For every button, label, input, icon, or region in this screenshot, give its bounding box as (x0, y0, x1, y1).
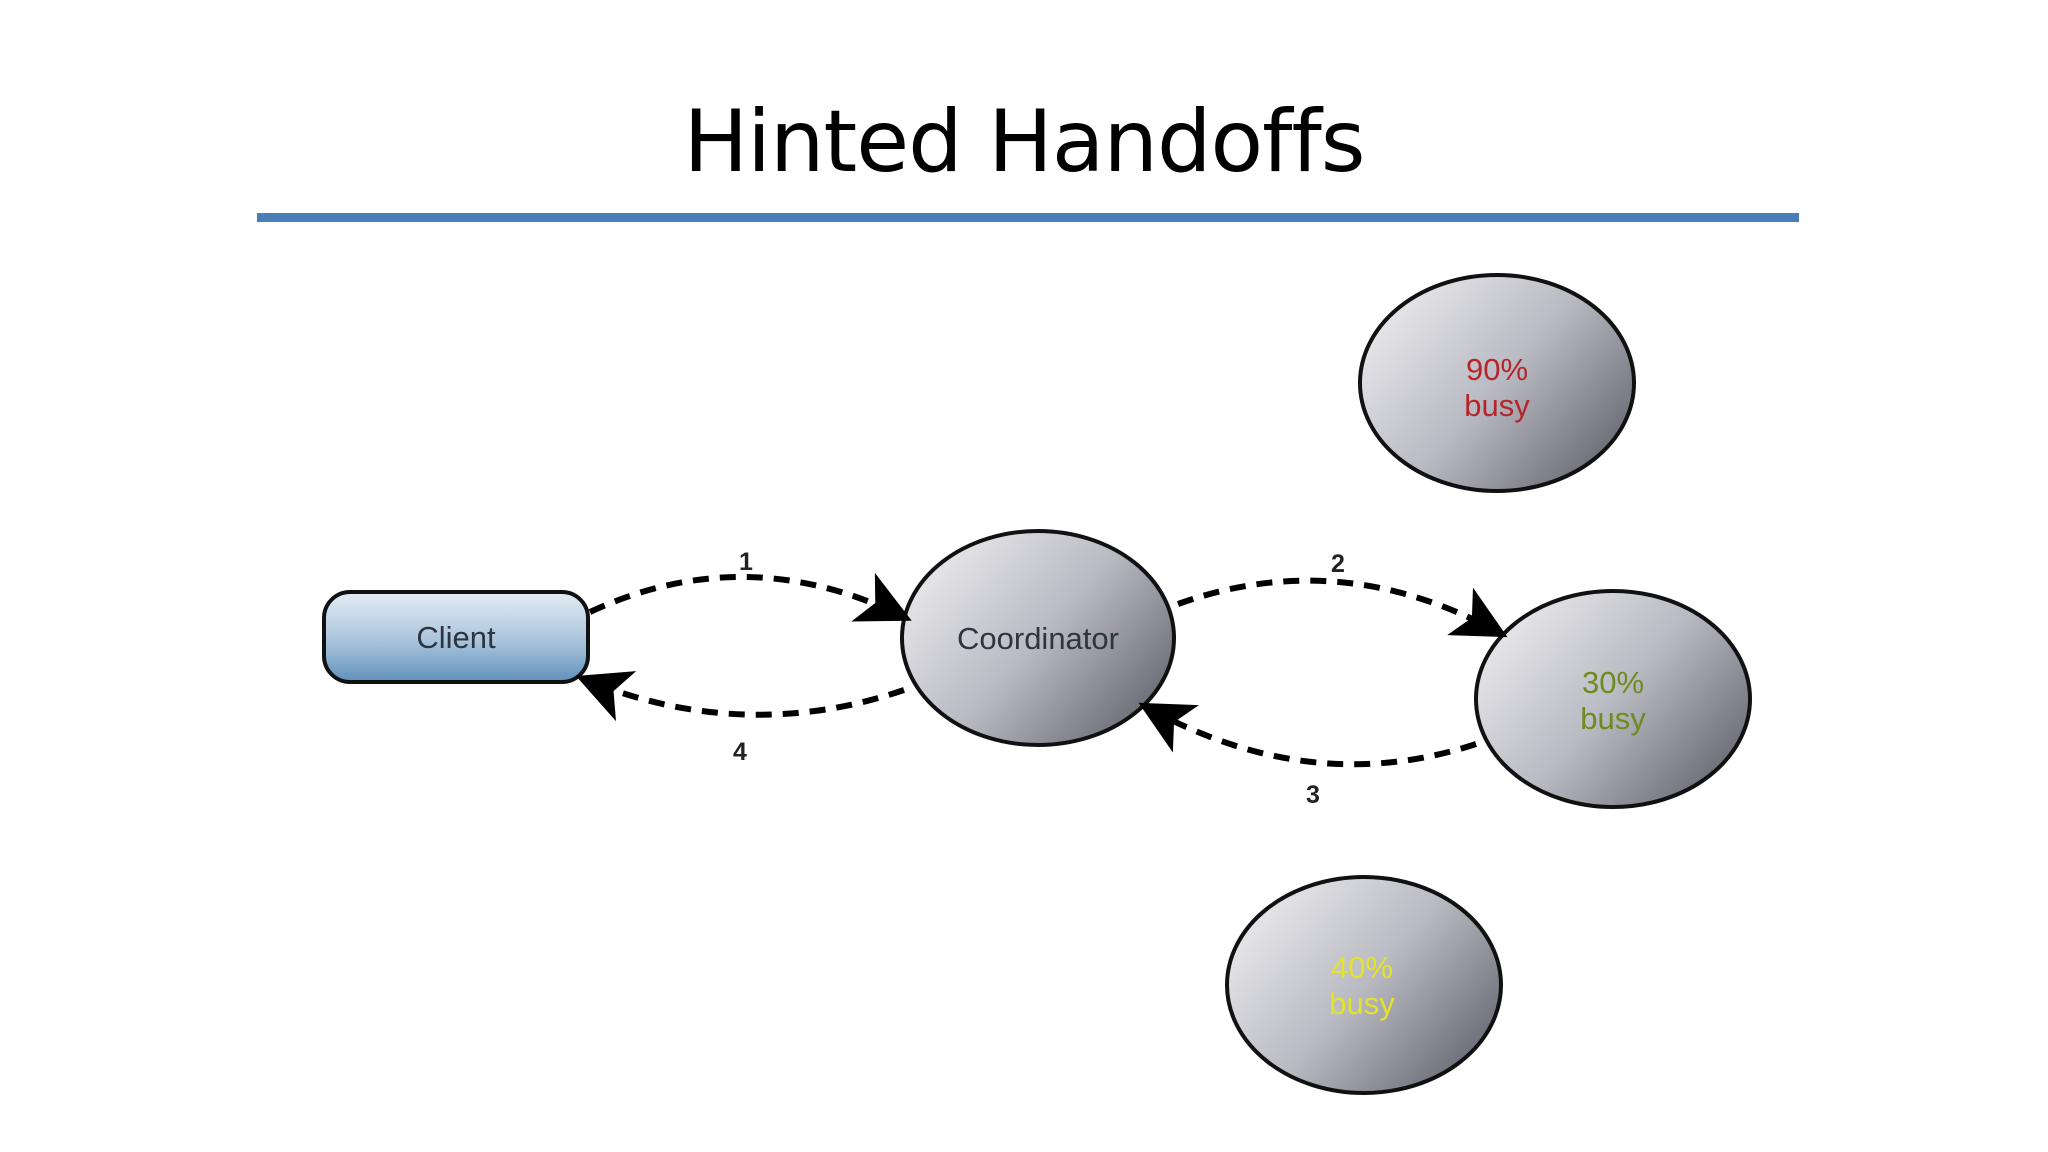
title-divider (257, 213, 1799, 222)
step-3-label: 3 (1306, 781, 1320, 809)
replica-node-30-status: busy (1580, 701, 1646, 736)
step-4-label: 4 (733, 738, 747, 766)
coordinator-label: Coordinator (957, 621, 1119, 656)
replica-node-90: 90% busy (1358, 273, 1636, 493)
replica-node-30: 30% busy (1474, 589, 1752, 809)
step-1-label: 1 (739, 548, 753, 576)
coordinator-node: Coordinator (900, 529, 1176, 747)
replica-node-40-percent: 40% (1331, 950, 1393, 985)
client-label: Client (416, 620, 496, 655)
slide-title: Hinted Handoffs (683, 92, 1365, 192)
arrow-step-3 (1138, 702, 1477, 768)
replica-node-90-percent: 90% (1466, 352, 1528, 387)
arrow-step-4 (575, 671, 905, 722)
client-node: Client (322, 590, 590, 684)
step-2-label: 2 (1331, 550, 1345, 578)
replica-node-40: 40% busy (1225, 875, 1503, 1095)
replica-node-90-status: busy (1464, 388, 1530, 423)
arrow-step-1 (588, 572, 912, 622)
arrow-step-2 (1176, 577, 1508, 638)
replica-node-40-status: busy (1329, 986, 1395, 1021)
replica-node-30-percent: 30% (1582, 665, 1644, 700)
